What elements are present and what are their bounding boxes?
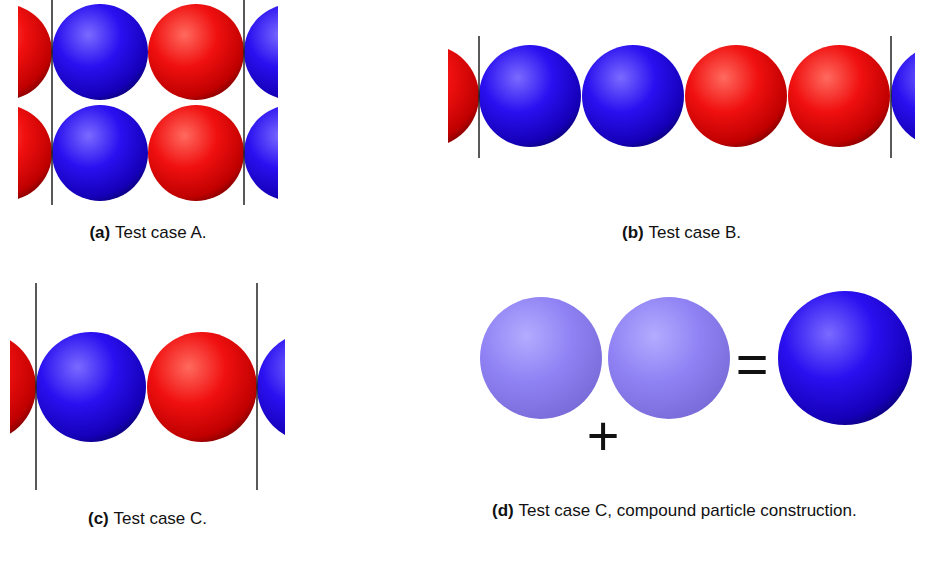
panel-a xyxy=(18,4,278,201)
caption-text: Test case C. xyxy=(113,509,207,528)
caption-text: Test case C, compound particle construct… xyxy=(518,501,856,520)
panel-b xyxy=(448,45,915,147)
panel-letter: (b) xyxy=(622,223,644,242)
figure-caption: (d) Test case C, compound particle const… xyxy=(492,498,890,524)
caption-text: Test case B. xyxy=(648,223,741,242)
operator-symbol: + xyxy=(587,408,620,464)
operator-symbol: = xyxy=(736,336,769,392)
caption-text: Test case A. xyxy=(115,223,207,242)
panel-letter: (a) xyxy=(89,223,110,242)
panel-d xyxy=(480,291,912,425)
figure-caption: (c) Test case C. xyxy=(10,506,285,532)
panel-letter: (d) xyxy=(492,501,514,520)
figure-caption: (a) Test case A. xyxy=(18,220,278,246)
figure-caption: (b) Test case B. xyxy=(448,220,915,246)
panel-letter: (c) xyxy=(88,509,109,528)
panel-c xyxy=(10,332,285,442)
